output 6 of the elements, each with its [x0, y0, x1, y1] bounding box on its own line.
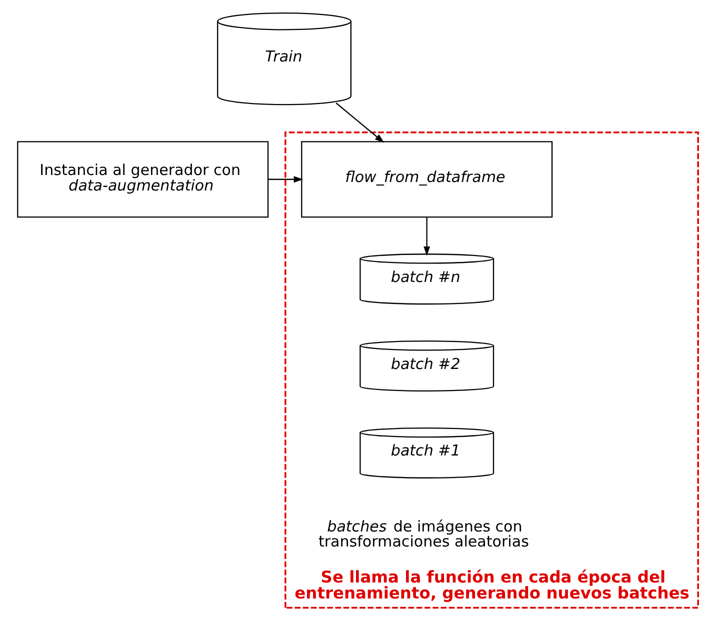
label: batches de imágenes con transformaciones aleatorias: [318, 518, 529, 551]
arrow: [268, 176, 304, 183]
arrow: [336, 102, 384, 143]
node-box: Instancia al generador con data-augmentation: [17, 141, 269, 218]
arrow: [424, 217, 430, 256]
node-box: flow_from_dataframe: [301, 141, 553, 218]
